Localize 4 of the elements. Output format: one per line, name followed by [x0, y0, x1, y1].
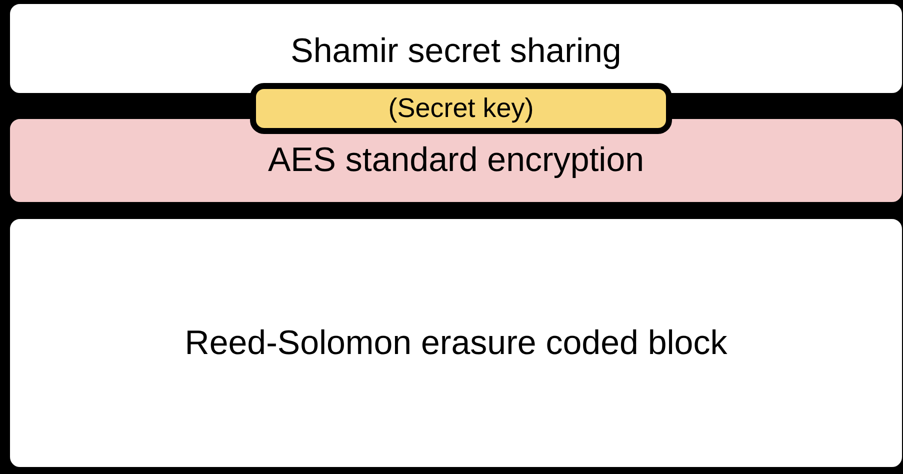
layer-label: AES standard encryption [268, 141, 644, 180]
key-label: (Secret key) [388, 93, 534, 124]
layer-label: Shamir secret sharing [290, 32, 622, 71]
layer-label: Reed-Solomon erasure coded block [184, 324, 728, 362]
